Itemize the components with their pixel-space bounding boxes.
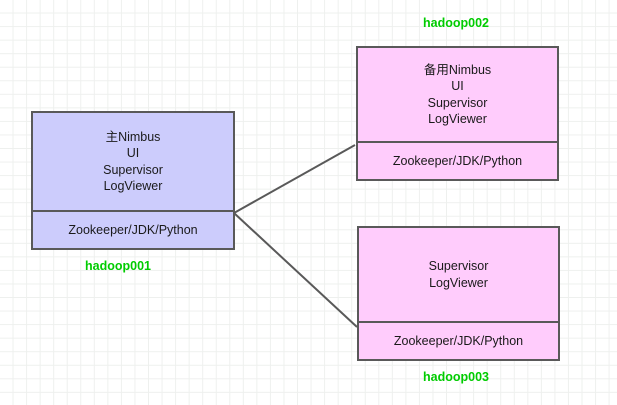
node-hadoop003-services: Supervisor LogViewer — [359, 228, 558, 321]
service-item: LogViewer — [429, 275, 488, 290]
service-item: UI — [126, 146, 140, 161]
service-item: 备用Nimbus — [423, 63, 492, 77]
host-label-hadoop001: hadoop001 — [85, 259, 151, 273]
service-item: Supervisor — [427, 95, 488, 110]
node-hadoop003[interactable]: Supervisor LogViewer Zookeeper/JDK/Pytho… — [357, 226, 560, 361]
connector-hadoop001-to-hadoop002 — [233, 144, 356, 214]
service-item: UI — [451, 79, 464, 94]
service-item: LogViewer — [103, 178, 163, 193]
service-item: 主Nimbus — [105, 130, 161, 144]
node-hadoop002-footer: Zookeeper/JDK/Python — [358, 141, 557, 179]
connector-hadoop001-to-hadoop003 — [233, 212, 358, 328]
node-hadoop002-services: 备用Nimbus UI Supervisor LogViewer — [358, 48, 557, 141]
node-hadoop001-footer: Zookeeper/JDK/Python — [33, 210, 233, 248]
node-hadoop002[interactable]: 备用Nimbus UI Supervisor LogViewer Zookeep… — [356, 46, 559, 181]
node-hadoop003-footer: Zookeeper/JDK/Python — [359, 321, 558, 359]
service-item: Supervisor — [428, 259, 489, 274]
service-item: LogViewer — [428, 111, 487, 126]
node-hadoop001-services: 主Nimbus UI Supervisor LogViewer — [33, 113, 233, 210]
service-item: Supervisor — [103, 162, 163, 177]
host-label-hadoop002: hadoop002 — [423, 16, 489, 30]
node-hadoop001[interactable]: 主Nimbus UI Supervisor LogViewer Zookeepe… — [31, 111, 235, 250]
host-label-hadoop003: hadoop003 — [423, 370, 489, 384]
